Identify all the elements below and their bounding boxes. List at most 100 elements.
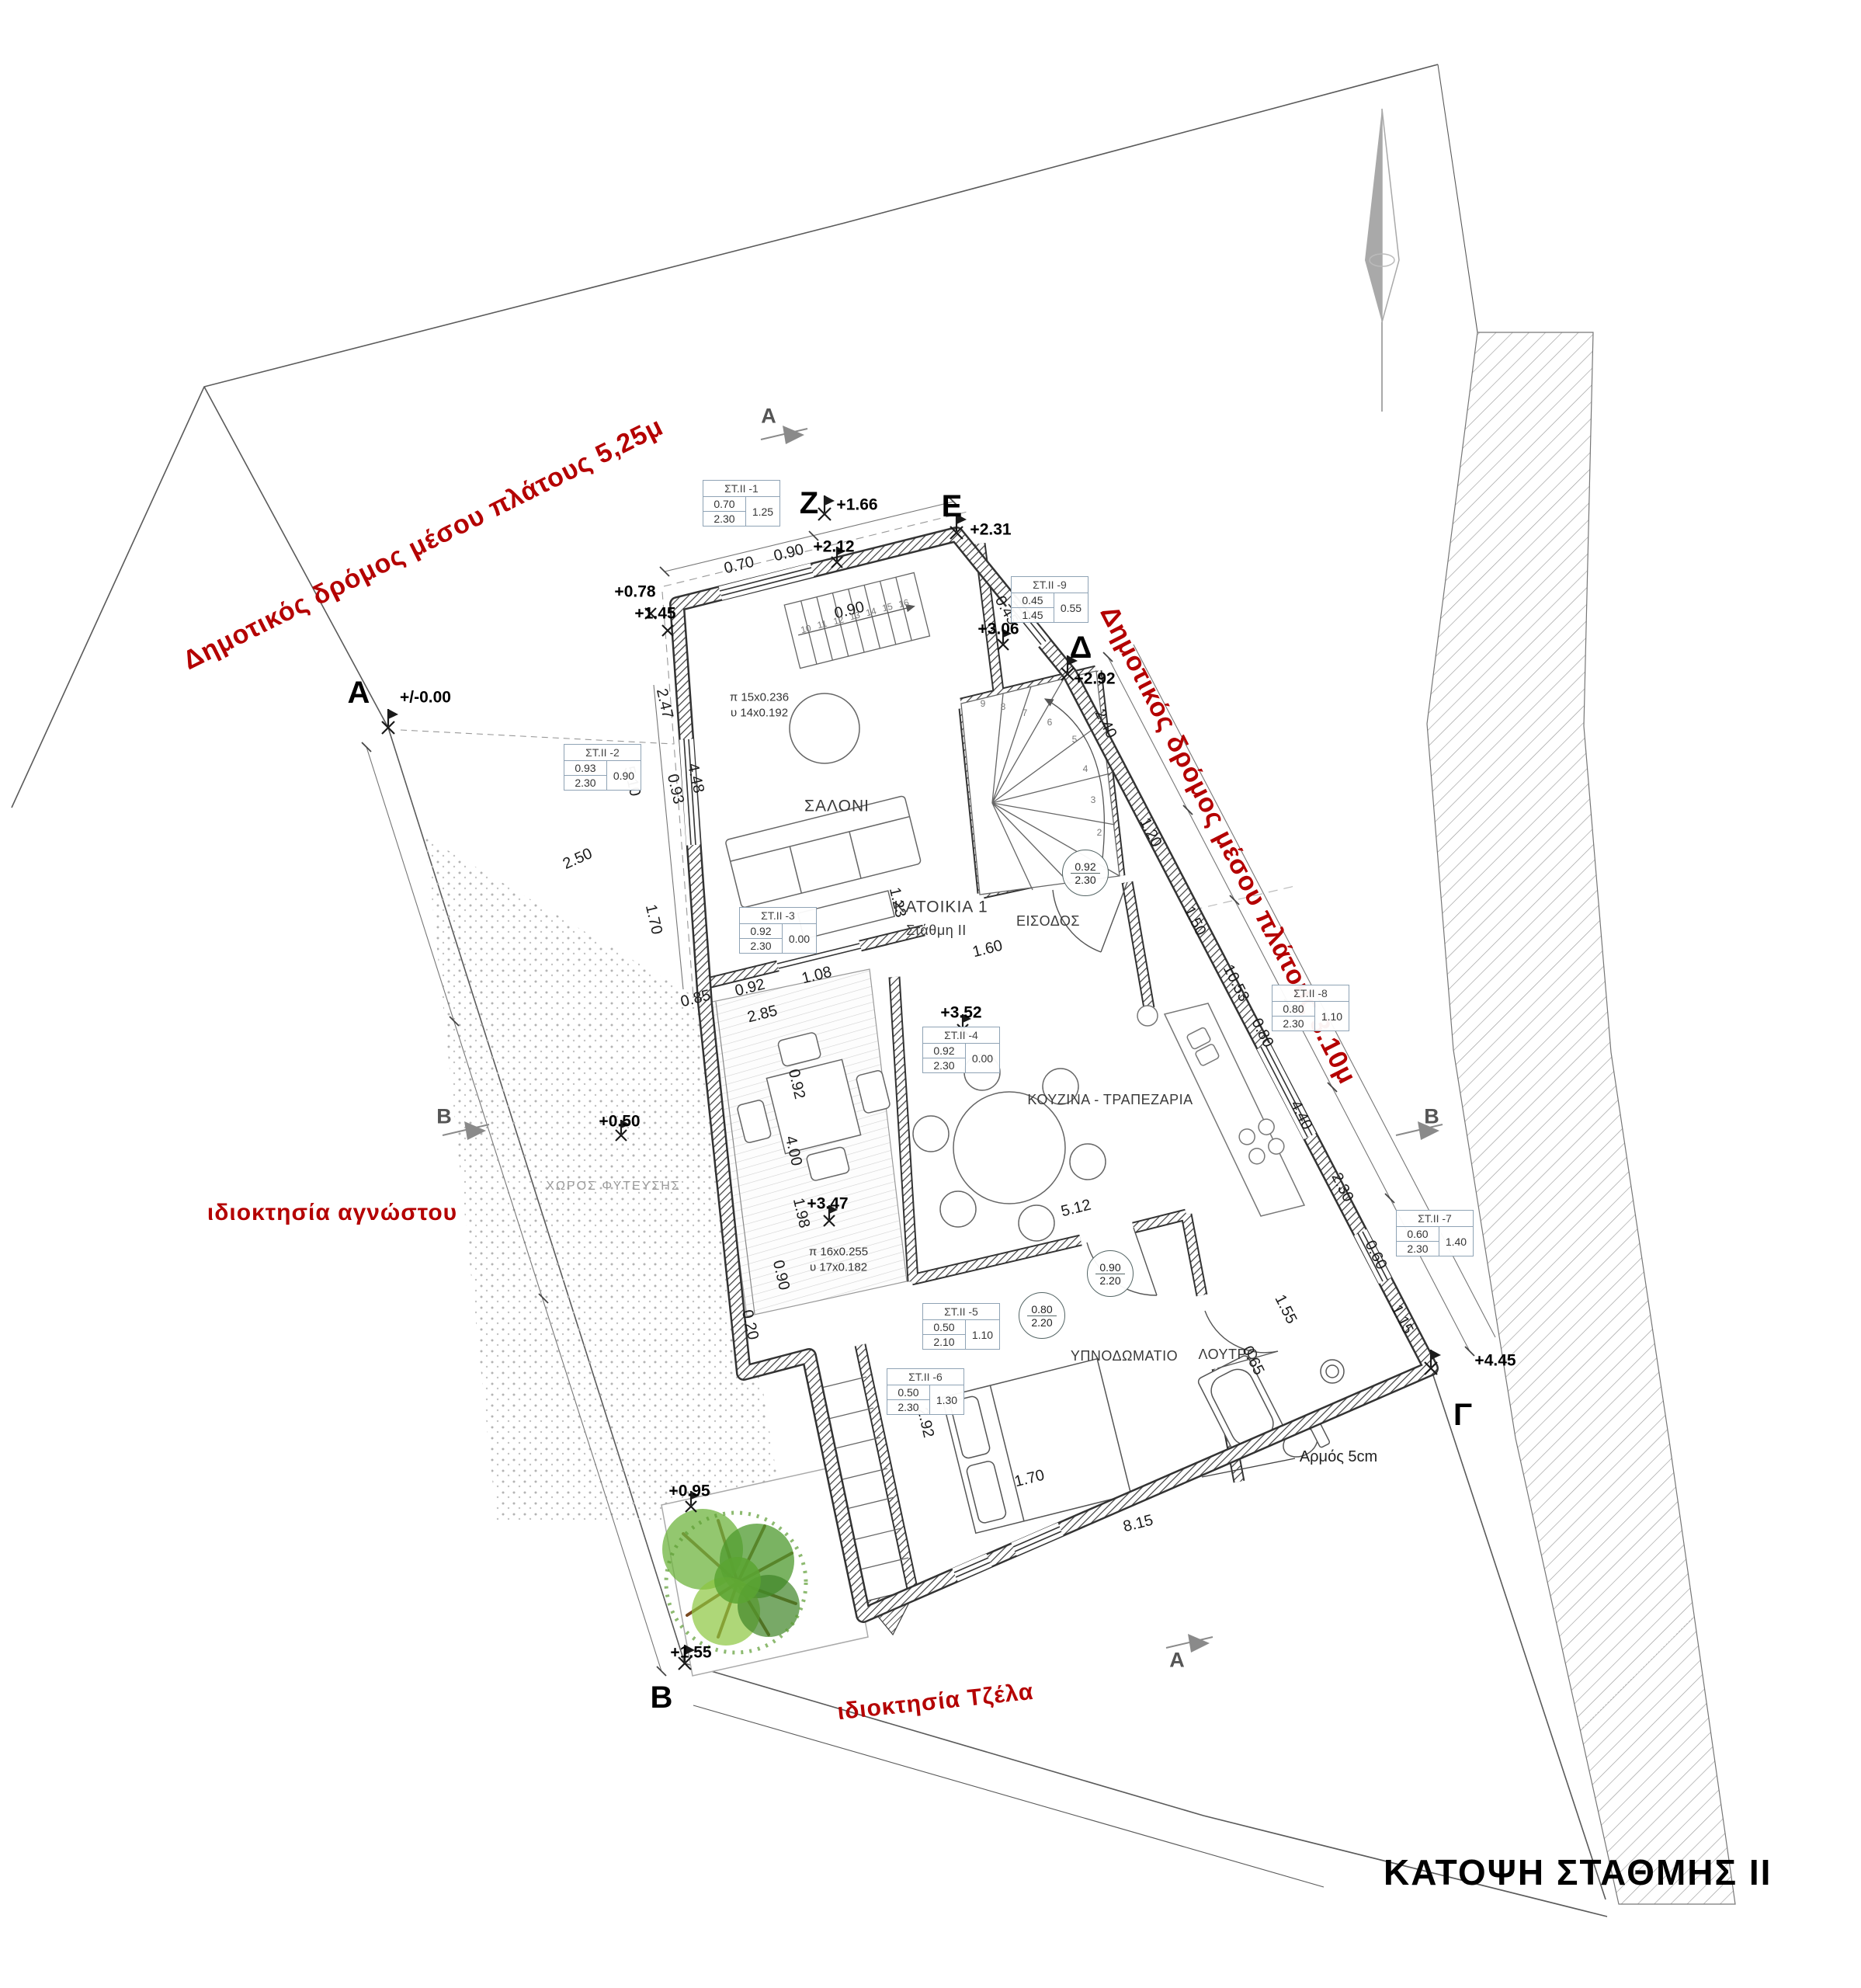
door-height: 2.20: [1031, 1315, 1053, 1329]
text-label: +/-0.00: [400, 688, 451, 707]
opening-width: 0.92: [923, 1044, 965, 1058]
opening-tag-name: ΣΤ.ΙΙ -7: [1397, 1211, 1473, 1227]
text-label: 1.55: [1271, 1291, 1300, 1327]
text-label: 0.60: [1361, 1237, 1391, 1273]
text-label: 4.48: [683, 761, 708, 795]
opening-height: 2.30: [933, 1059, 955, 1072]
text-label: 2.30: [1328, 1170, 1357, 1205]
benchmarks: [381, 495, 1441, 1670]
opening-schedule-tag: ΣΤ.ΙΙ -5 0.50 2.10 1.10: [922, 1303, 1000, 1350]
opening-sill: 0.00: [788, 932, 811, 945]
north-arrow-icon: [1365, 108, 1400, 412]
text-label: 13: [848, 609, 862, 623]
text-label: ΕΙΣΟΔΟΣ: [1016, 913, 1081, 929]
text-label: 4: [1082, 763, 1088, 774]
salon-round-table: [789, 693, 860, 764]
text-label: Β: [436, 1104, 452, 1128]
door-width: 0.92: [1071, 860, 1100, 874]
terrace-table: [737, 1032, 891, 1181]
stair-winder: [960, 670, 1120, 895]
opening-tag-name: ΣΤ.ΙΙ -3: [740, 908, 816, 924]
text-label: 10.53: [1219, 961, 1253, 1005]
opening-width: 0.80: [1272, 1002, 1314, 1017]
text-label: 10: [799, 622, 813, 636]
text-label: 16: [897, 596, 911, 610]
text-label: 14: [864, 605, 878, 619]
opening-sill: 1.30: [936, 1393, 958, 1406]
text-label: +2.31: [970, 520, 1012, 539]
text-label: 6: [1047, 717, 1053, 728]
text-label: Β: [650, 1680, 673, 1715]
text-label: 0.90: [769, 1258, 793, 1292]
text-label: π 15x0.236: [729, 690, 790, 704]
opening-width: 0.60: [1397, 1227, 1439, 1242]
text-label: 0.93: [663, 772, 688, 806]
text-label: ιδιοκτησία αγνώστου: [207, 1200, 458, 1225]
opening-height: 1.45: [1022, 609, 1043, 621]
text-label: ΥΠΝΟΔΩΜΑΤΙΟ: [1070, 1348, 1179, 1364]
door-size-tag: 0.92 2.30: [1062, 850, 1109, 896]
text-label: 0.90: [772, 540, 806, 565]
text-label: 1.70: [1012, 1466, 1047, 1491]
text-label: π 16x0.255: [808, 1245, 869, 1259]
stair-top-run: [783, 572, 931, 669]
neighbor-parcel-hatch: [1426, 332, 1736, 1905]
opening-width: 0.50: [923, 1320, 965, 1335]
text-label: 0.85: [679, 986, 713, 1011]
text-label: ΛΟΥΤΡΟ: [1198, 1347, 1259, 1362]
text-label: 0.92: [733, 975, 767, 1000]
opening-sill: 0.00: [971, 1051, 994, 1065]
text-label: 3: [1090, 794, 1096, 805]
text-label: 1.60: [970, 937, 1005, 961]
opening-tag-name: ΣΤ.ΙΙ -8: [1272, 985, 1349, 1002]
opening-width: 0.70: [703, 497, 745, 512]
text-label: 1.08: [800, 963, 834, 988]
text-label: +1.66: [836, 495, 878, 514]
text-label: +3.06: [977, 620, 1019, 638]
opening-tag-name: ΣΤ.ΙΙ -5: [923, 1304, 999, 1320]
text-label: Α: [347, 676, 370, 710]
sofa: [725, 795, 922, 940]
text-label: Α: [1169, 1648, 1185, 1672]
text-label: Ζ: [799, 486, 819, 520]
washbasin: [1137, 1005, 1158, 1027]
text-label: 1.15: [1387, 1302, 1417, 1337]
text-label: ΣΑΛΟΝΙ: [804, 797, 870, 815]
opening-width: 0.93: [564, 761, 606, 776]
opening-height: 2.30: [750, 940, 772, 952]
text-label: 8: [1000, 701, 1006, 712]
opening-schedule-tag: ΣΤ.ΙΙ -3 0.92 2.30 0.00: [739, 907, 817, 954]
building: [669, 527, 1439, 1636]
opening-schedule-tag: ΣΤ.ΙΙ -6 0.50 2.30 1.30: [887, 1368, 964, 1415]
text-label: Ε: [941, 489, 963, 523]
text-label: 1.20: [1136, 815, 1165, 850]
text-label: 0.20: [738, 1308, 762, 1342]
opening-sill: 0.55: [1060, 601, 1082, 614]
text-label: ιδιοκτησία Τζέλα: [836, 1678, 1035, 1726]
opening-sill: 1.10: [1321, 1010, 1343, 1023]
text-label: 2.40: [1091, 706, 1120, 742]
text-label: 4.00: [781, 1134, 806, 1168]
bath-sink: [1320, 1359, 1345, 1384]
opening-height: 2.30: [898, 1401, 919, 1413]
text-label: +0.78: [614, 582, 656, 601]
text-label: Α: [761, 404, 776, 428]
opening-tag-name: ΣΤ.ΙΙ -9: [1012, 577, 1088, 593]
text-label: +3.47: [807, 1194, 849, 1213]
text-label: +3.52: [940, 1003, 982, 1022]
opening-sill: 1.25: [752, 505, 774, 518]
text-label: Αρμός 5cm: [1299, 1448, 1378, 1465]
text-label: 0.65: [1238, 1343, 1268, 1378]
kitchen-counter: [1137, 1003, 1306, 1217]
door-height: 2.30: [1075, 873, 1096, 886]
opening-schedule-tag: ΣΤ.ΙΙ -7 0.60 2.30 1.40: [1396, 1210, 1474, 1256]
text-label: 2: [1096, 827, 1102, 838]
bed: [941, 1357, 1132, 1534]
opening-schedule-tag: ΣΤ.ΙΙ -2 0.93 2.30 0.90: [564, 744, 641, 791]
text-label: 4.40: [1286, 1097, 1316, 1133]
opening-width: 0.92: [740, 924, 782, 939]
text-label: +2.92: [1074, 669, 1116, 688]
text-label: 7: [1022, 707, 1028, 718]
